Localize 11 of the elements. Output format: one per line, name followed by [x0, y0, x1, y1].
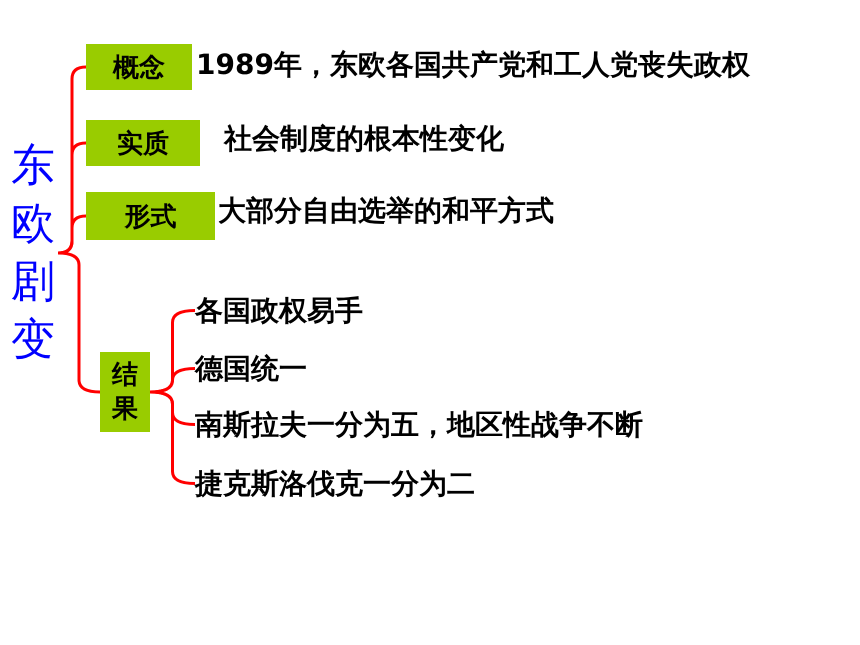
result-text: 捷克斯洛伐克一分为二 — [195, 467, 475, 501]
result-text: 各国政权易手 — [195, 294, 363, 328]
brace-line — [58, 252, 100, 394]
description-text: 社会制度的根本性变化 — [224, 121, 504, 157]
result-text: 德国统一 — [195, 352, 307, 386]
result-text: 南斯拉夫一分为五，地区性战争不断 — [195, 408, 643, 442]
title-text: 东欧剧变 — [8, 137, 58, 369]
brace-line — [150, 390, 196, 485]
description-text: 1989年，东欧各国共产党和工人党丧失政权 — [196, 47, 750, 83]
label-box: 结果 — [100, 352, 150, 432]
description-text: 大部分自由选举的和平方式 — [218, 193, 554, 229]
